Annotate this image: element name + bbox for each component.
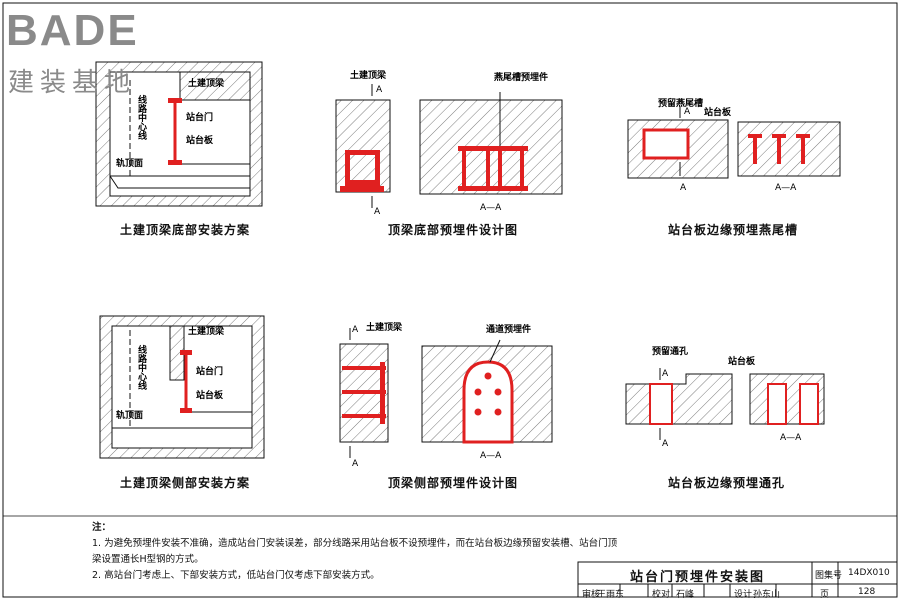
d3-label-platform: 站台板 (704, 106, 732, 118)
d2-label-embed: 燕尾槽预埋件 (494, 71, 548, 83)
caption-d3: 站台板边缘预埋燕尾槽 (668, 223, 799, 237)
d3-label-a-top: A (684, 107, 691, 117)
diagram-top-beam-bottom: 土建顶梁 线路中心线 站台门 站台板 轨顶面 (95, 61, 263, 207)
d2-label-a-top: A (376, 85, 383, 95)
d5-label-section: A—A (480, 451, 502, 461)
diagram-beam-bottom-embed: 土建顶梁 A A 燕尾槽预埋件 A—A (335, 69, 563, 217)
d6-label-platform: 站台板 (728, 355, 756, 367)
caption-d5: 顶梁侧部预埋件设计图 (388, 476, 519, 490)
d5-label-a-top: A (352, 325, 359, 335)
d2-label-a-bottom: A (374, 207, 381, 217)
d4-label-beam: 土建顶梁 (188, 325, 225, 337)
d3-label-section: A—A (775, 183, 797, 193)
role-check: 校对 (652, 590, 671, 600)
d6-label-section: A—A (780, 433, 802, 443)
notes-item-1b: 梁设置通长H型钢的方式。 (92, 554, 204, 565)
role-review: 审核 (582, 590, 601, 600)
d5-label-beam: 土建顶梁 (366, 321, 403, 333)
notes-title: 注： (92, 522, 112, 533)
d2-label-section: A—A (480, 203, 502, 213)
d1-label-beam: 土建顶梁 (188, 77, 225, 89)
caption-d4: 土建顶梁侧部安装方案 (120, 476, 251, 490)
name-check: 石峰 (676, 590, 695, 600)
caption-d2: 顶梁底部预埋件设计图 (388, 223, 519, 237)
d4-label-rail: 轨顶面 (116, 409, 143, 421)
notes-item-2: 2. 高站台门考虑上、下部安装方式，低站台门仅考虑下部安装方式。 (92, 570, 380, 581)
d6-label-a-bottom: A (662, 439, 669, 449)
d2-label-beam: 土建顶梁 (350, 69, 387, 81)
page-label: 页 (820, 590, 830, 600)
name-design: 孙东山 (753, 590, 781, 600)
d5-label-a-bottom: A (352, 459, 359, 469)
notes-section: 注： 1. 为避免预埋件安装不准确，造成站台门安装误差，部分线路采用站台板不设预… (92, 520, 617, 584)
d3-label-a-bottom: A (680, 183, 687, 193)
d1-label-platform: 站台板 (186, 134, 214, 146)
caption-d1: 土建顶梁底部安装方案 (120, 223, 251, 237)
d6-label-hole: 预留通孔 (652, 345, 688, 357)
d4-label-door: 站台门 (196, 365, 223, 377)
atlas-label: 图集号 (815, 571, 843, 581)
diagram-platform-dovetail: 预留燕尾槽 站台板 A A A—A (627, 97, 841, 193)
diagram-top-beam-side: 土建顶梁 线路中心线 站台门 站台板 轨顶面 (99, 315, 265, 459)
title-block-frame (577, 561, 898, 598)
d1-label-door: 站台门 (186, 111, 213, 123)
brand-subtitle: 建装基地 (8, 68, 137, 98)
diagram-beam-side-embed: 土建顶梁 A A 通道预埋件 A—A (339, 321, 553, 469)
d6-label-a-top: A (662, 369, 669, 379)
role-design: 设计 (734, 590, 753, 600)
d4-label-platform: 站台板 (196, 389, 224, 401)
page-number: 128 (858, 587, 876, 597)
brand-logo: BADE (6, 6, 139, 55)
diagram-platform-through-hole: 预留通孔 站台板 A A A—A (625, 345, 825, 449)
atlas-number: 14DX010 (848, 568, 890, 578)
caption-d6: 站台板边缘预埋通孔 (668, 476, 786, 490)
d3-label-groove: 预留燕尾槽 (658, 97, 703, 109)
notes-item-1: 1. 为避免预埋件安装不准确，造成站台门安装误差，部分线路采用站台板不设预埋件，… (92, 538, 618, 549)
drawing-title: 站台门预埋件安装图 (630, 570, 766, 585)
d4-label-centerline: 线路中心线 (136, 344, 147, 391)
d1-label-centerline: 线路中心线 (136, 94, 147, 141)
name-review: 王雨东 (597, 590, 625, 600)
d5-label-embed: 通道预埋件 (486, 323, 531, 335)
d1-label-rail: 轨顶面 (116, 157, 143, 169)
